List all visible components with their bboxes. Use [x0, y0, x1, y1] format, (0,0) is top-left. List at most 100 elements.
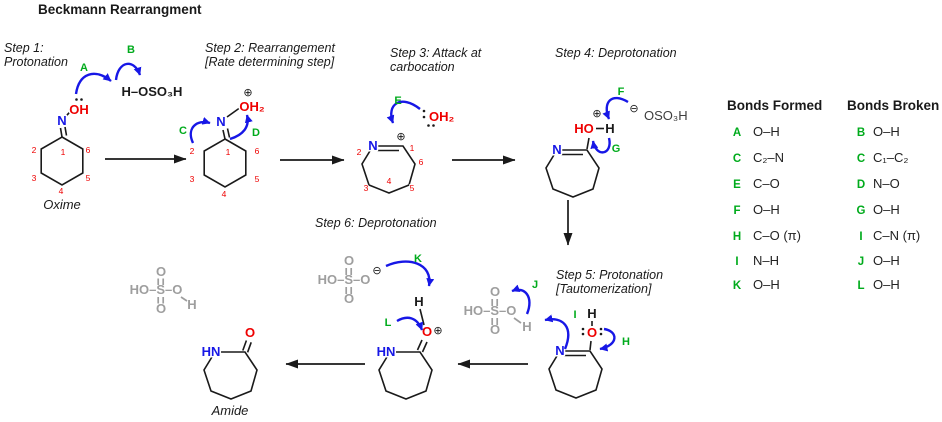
azepine-ring-bonds: [361, 145, 416, 194]
step1-title: Step 1: Protonation: [4, 41, 68, 69]
ring-number-5: 5: [410, 183, 415, 193]
step3-line1: Step 3: Attack at: [390, 46, 482, 60]
spent-sulfuric-acid: HO–S–O O O H: [130, 264, 197, 316]
ring-number-2: 2: [32, 145, 37, 155]
step3-title: Step 3: Attack at carbocation: [390, 46, 482, 74]
arrow-label-d: D: [252, 127, 260, 139]
curved-arrow-l: [396, 316, 424, 331]
curved-arrow-f: [602, 96, 629, 120]
nitrogen-label: N: [216, 114, 225, 129]
broken-bond: C–N (π): [873, 228, 920, 243]
n-o-bond: [65, 109, 73, 117]
curved-arrow-a: [74, 72, 112, 95]
step6-title: Step 6: Deprotonation: [315, 216, 437, 230]
azepine-ring-bonds: [203, 351, 258, 400]
ring-number-1: 1: [410, 143, 415, 153]
minus-charge-icon: ⊖: [629, 103, 638, 115]
ring-number-3: 3: [190, 174, 195, 184]
lone-pair-dot: [581, 332, 585, 336]
bonds-broken-table: Bonds Broken B O–H C C₁–C₂ D N–O G O–H I…: [847, 98, 939, 292]
curved-arrow-c: [189, 116, 211, 144]
curved-arrow-k: [385, 260, 435, 287]
hn-label: HN: [377, 344, 396, 359]
oxygen-label: O: [344, 253, 354, 268]
cyclohexane-ring-bonds: [203, 138, 247, 188]
step2-line1: Step 2: Rearrangement: [205, 41, 335, 55]
arrow-label-c: C: [179, 125, 187, 137]
nitrogen-label: N: [57, 113, 66, 128]
amide-caption: Amide: [211, 403, 249, 418]
lone-pair-dot: [599, 327, 603, 331]
lone-pair-dot: [581, 327, 585, 331]
hydrogen-label: H: [587, 306, 596, 321]
c1-n-double-bond: [64, 126, 68, 136]
formed-bond: C–O (π): [753, 228, 801, 243]
ring-number-1: 1: [226, 147, 231, 157]
oxygen-label: O: [587, 325, 597, 340]
ring-number-2: 2: [357, 147, 362, 157]
o-h-bond: [419, 308, 425, 326]
formed-bond: N–H: [753, 253, 779, 268]
step1-line1: Step 1:: [4, 41, 44, 55]
oh2-label: OH₂: [239, 99, 265, 114]
ho-s-o-formula: HO–S–O: [464, 303, 517, 318]
curved-arrow-b: [114, 62, 142, 81]
ring-number-5: 5: [255, 174, 260, 184]
c1-o-bond: [586, 137, 590, 150]
broken-letter: D: [857, 179, 865, 191]
lone-pair-dot: [422, 115, 426, 119]
step1-line2: Protonation: [4, 55, 68, 69]
arrow-label-a: A: [80, 62, 88, 74]
broken-bond: C₁–C₂: [873, 150, 908, 165]
arrow-label-b: B: [127, 44, 135, 56]
c1-n-double-bond: [226, 128, 231, 138]
curved-arrow-j: [511, 284, 531, 315]
broken-letter: I: [859, 231, 862, 243]
step5-line2: [Tautomerization]: [555, 282, 652, 296]
ring-number-4: 4: [222, 189, 227, 199]
curved-arrow-e: [386, 100, 421, 124]
lone-pair-dot: [75, 98, 78, 101]
nitrogen-label: N: [555, 343, 564, 358]
lone-pair-dot: [432, 124, 435, 127]
step4-title: Step 4: Deprotonation: [555, 46, 677, 60]
arrow-label-j: J: [532, 279, 538, 291]
oxygen-label: O: [156, 264, 166, 279]
azepine-ring-bonds: [545, 149, 600, 198]
step3-line2: carbocation: [390, 60, 455, 74]
broken-bond: O–H: [873, 253, 900, 268]
formed-letter: E: [733, 179, 741, 191]
iminol-structure: N O H I H: [544, 305, 630, 399]
azepine-ring-bonds: [378, 351, 433, 400]
hydrogen-label: H: [522, 319, 531, 334]
oxygen-label: O: [344, 291, 354, 306]
formed-letter: F: [733, 205, 740, 217]
formed-bond: O–H: [753, 277, 780, 292]
hydroxyl-label: OH: [69, 102, 89, 117]
amide-product-structure: HN O Amide: [200, 324, 258, 418]
step2-line2: [Rate determining step]: [204, 55, 335, 69]
oxime-caption: Oxime: [43, 197, 81, 212]
c-o-double-bond: [246, 342, 252, 353]
c-o-double-bond: [421, 341, 428, 353]
broken-bond: O–H: [873, 124, 900, 139]
lone-pair-dot: [80, 98, 83, 101]
formed-bond: O–H: [753, 202, 780, 217]
plus-charge-icon: ⊕: [592, 108, 601, 120]
ring-number-4: 4: [59, 186, 64, 196]
azepine-ring-bonds: [548, 350, 603, 399]
ring-number-6: 6: [86, 145, 91, 155]
curved-arrow-h: [599, 327, 616, 352]
bisulfate-formula: OSO₃H: [644, 108, 688, 123]
protonated-lactam-structure: N HO ⊕ H ⊖ OSO₃H F G: [545, 86, 688, 198]
hydrogen-label: H: [187, 297, 196, 312]
acidic-h-label: H: [414, 294, 423, 309]
bonds-formed-table: Bonds Formed A O–H C C₂–N E C–O F O–H H …: [727, 98, 822, 292]
formed-letter: I: [735, 256, 738, 268]
protonated-oxime-structure: N OH₂ ⊕ 1 2 3 4 5 6 C D: [179, 86, 266, 200]
broken-bond: N–O: [873, 176, 900, 191]
lone-pair-dot: [422, 109, 426, 113]
c1-n-bond: [59, 127, 63, 138]
plus-charge-icon: ⊕: [243, 87, 252, 99]
